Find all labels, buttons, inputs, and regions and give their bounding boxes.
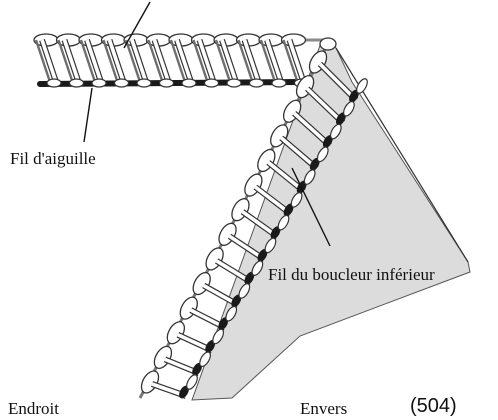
bottom-loop [91, 78, 107, 88]
inner-loop [186, 374, 198, 390]
right-side-label: Endroit [8, 399, 59, 418]
bottom-loop [113, 78, 130, 88]
looper-knot [244, 271, 255, 285]
top-stitch-leg-gray [102, 39, 119, 83]
top-stitch-leg [220, 39, 238, 83]
looper-knot [205, 340, 216, 353]
top-stitch-leg-gray [79, 39, 97, 83]
bottom-loop [68, 78, 85, 88]
outer-loop [179, 296, 198, 320]
bottom-loop [181, 78, 197, 88]
bottom-loop [158, 78, 175, 88]
top-stitch-leg-gray [237, 39, 254, 83]
looper-knot [270, 226, 281, 239]
wrong-side-label: Envers [300, 399, 348, 418]
needle-thread-leader [83, 87, 93, 143]
outer-loop [166, 321, 186, 345]
top-stitch-leg-gray [259, 39, 277, 83]
bottom-loop [248, 78, 265, 88]
top-stitch-leg-gray [147, 39, 164, 83]
corner-loop [319, 37, 337, 51]
diagonal-leg [292, 111, 332, 147]
inner-loop [251, 260, 264, 276]
top-stitch-leg [40, 39, 58, 83]
inner-loop [343, 100, 355, 117]
outer-loop [140, 370, 160, 394]
outer-loop [153, 345, 173, 370]
top-stitch-leg-gray [192, 39, 209, 83]
inner-loop [277, 214, 290, 231]
top-seam-stitches [33, 33, 310, 88]
looper-knot [231, 294, 242, 308]
inner-loop [225, 305, 238, 322]
top-stitch-leg-gray [169, 39, 187, 83]
inner-loop [329, 123, 342, 140]
top-stitch-leg [175, 39, 193, 83]
fabric-edge-line [335, 47, 469, 263]
bottom-loop [46, 78, 62, 88]
top-stitch-leg [62, 39, 81, 83]
looper-knot [335, 112, 346, 126]
inner-loop [356, 78, 368, 94]
fabric-panel [191, 39, 471, 401]
top-stitch-leg [242, 39, 261, 83]
looper-knot [309, 157, 320, 171]
lower-looper-thread-label: Fil du boucleur inférieur [268, 265, 435, 284]
bottom-loop [226, 78, 242, 88]
top-stitch-leg [85, 39, 103, 83]
top-stitch-leg [287, 39, 306, 83]
top-stitch-leg [107, 39, 126, 83]
looper-thread-leader [291, 167, 331, 247]
inner-loop [316, 146, 329, 163]
looper-knot [283, 203, 294, 217]
bottom-loop [136, 78, 152, 88]
top-stitch-leg-gray [34, 39, 52, 83]
diagonal-leg [318, 62, 358, 102]
inner-loop [212, 328, 225, 345]
bottom-loop [203, 78, 220, 88]
top-label-leader [123, 1, 151, 49]
top-stitch-leg-gray [57, 39, 74, 83]
needle-thread-label: Fil d'aiguille [10, 149, 96, 168]
looper-knot [349, 89, 359, 103]
top-stitch-leg-gray [282, 39, 299, 83]
inner-loop [264, 237, 277, 254]
looper-knot [257, 249, 268, 262]
inner-loop [199, 351, 211, 368]
diagonal-leg [305, 87, 345, 125]
bottom-loop [271, 78, 287, 88]
outer-loop [192, 271, 211, 296]
top-stitch-leg [265, 39, 283, 83]
looper-knot [192, 362, 203, 376]
inner-loop [303, 169, 316, 185]
figure-number: (504) [410, 395, 457, 417]
top-stitch-leg [130, 39, 148, 83]
top-stitch-leg-gray [124, 39, 142, 83]
inner-loop [238, 283, 251, 299]
looper-knot [322, 135, 333, 148]
top-stitch-leg [197, 39, 216, 83]
diagonal-seam-stitches [138, 37, 368, 399]
top-stitch-leg [152, 39, 171, 83]
inner-loop [290, 192, 303, 208]
outer-loop [205, 247, 224, 271]
looper-knot [218, 317, 229, 331]
top-stitch-leg-gray [214, 39, 232, 83]
looper-knot [179, 385, 189, 399]
